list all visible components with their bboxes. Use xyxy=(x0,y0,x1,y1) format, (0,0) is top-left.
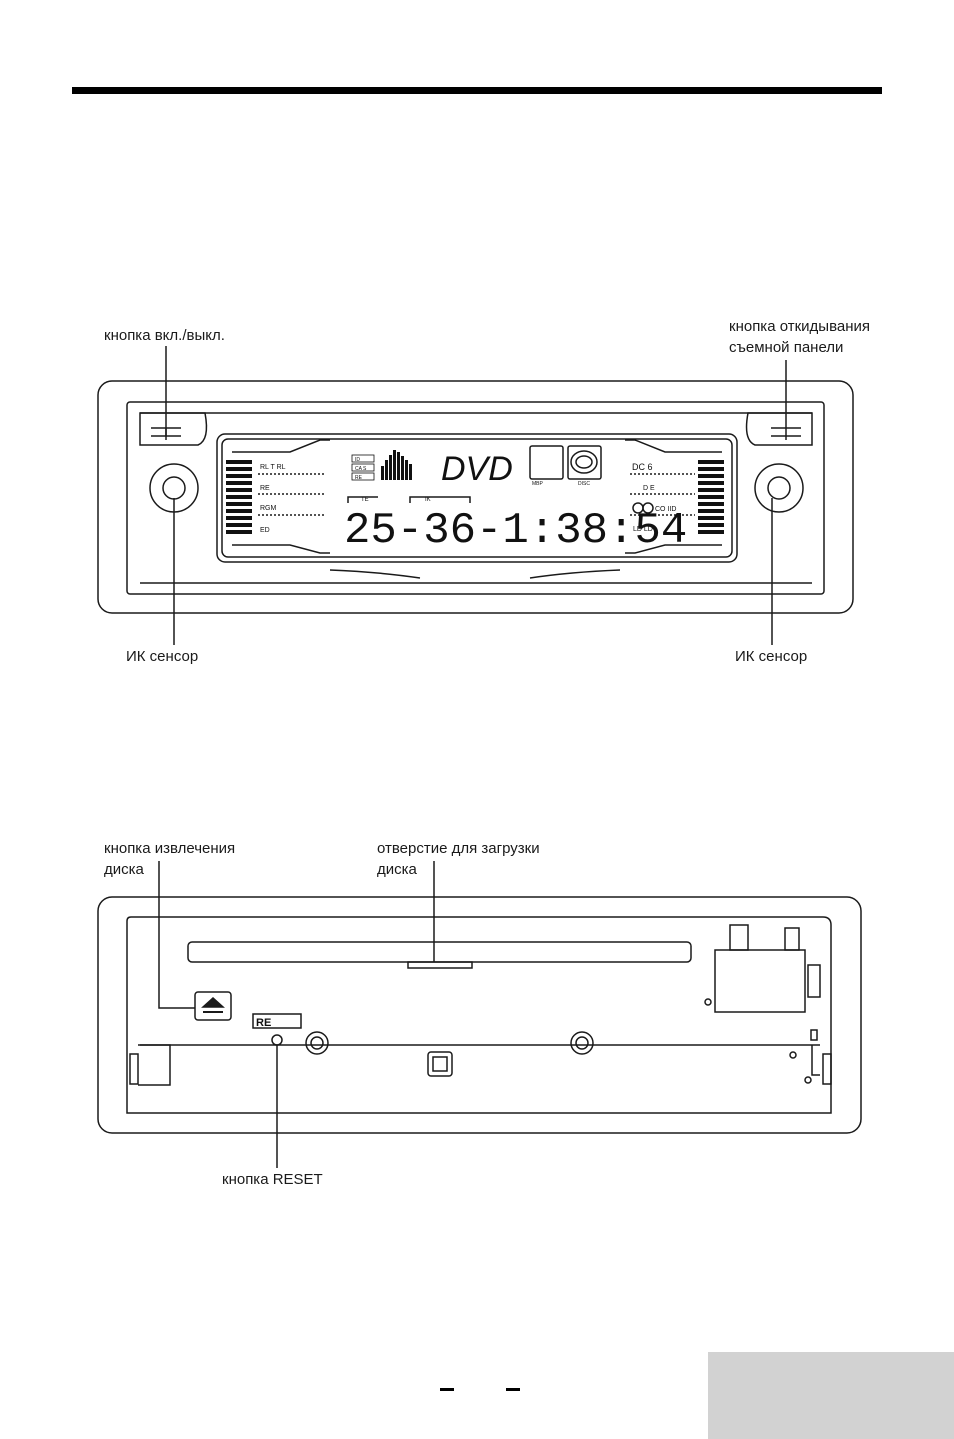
front-panel xyxy=(98,381,853,613)
display-icon-mbp: MBP xyxy=(532,481,544,487)
reset-tag: RE xyxy=(256,1017,271,1029)
display-box-2: CA S xyxy=(355,466,367,472)
display-right-row-3: CO IID xyxy=(655,506,676,513)
display-box-1: ID xyxy=(355,457,360,463)
page-number-dash-left xyxy=(440,1388,454,1391)
footer-tab xyxy=(708,1352,954,1439)
display-seg-label-2: IK xyxy=(425,497,431,503)
eject-button[interactable] xyxy=(195,992,231,1020)
display-box-3: RE xyxy=(355,475,363,481)
display-left-row-3: RGM xyxy=(260,505,277,512)
display-right-row-1: DC 6 xyxy=(632,462,653,472)
display-seg-label-1: TE xyxy=(361,497,369,503)
inner-chassis xyxy=(98,897,861,1133)
page-number-dash-right xyxy=(506,1388,520,1391)
display-left-row-4: ED xyxy=(260,527,270,534)
display-main-text: DVD xyxy=(441,450,513,488)
display-right-row-4: LD LD xyxy=(633,526,653,533)
display-right-row-2: D E xyxy=(643,485,655,492)
disc-slot[interactable] xyxy=(188,942,691,968)
display-icon-disc: DISC xyxy=(578,481,590,487)
ir-sensor-right xyxy=(755,464,803,512)
display-left-row-1: RL T RL xyxy=(260,464,286,471)
display-left-row-2: RE xyxy=(260,485,270,492)
